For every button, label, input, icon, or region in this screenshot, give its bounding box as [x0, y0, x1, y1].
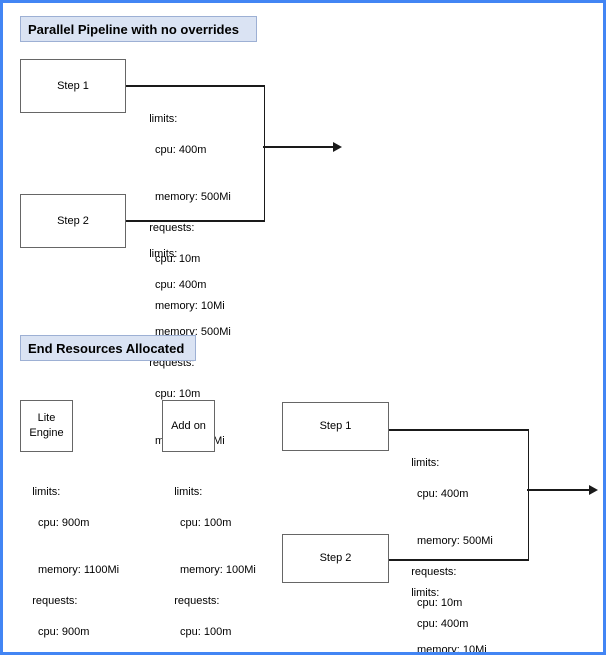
limits-cpu: cpu: 400m	[155, 278, 207, 291]
limits-label: limits:	[174, 485, 203, 498]
requests-label: requests:	[411, 565, 457, 578]
node-label: Step 1	[319, 420, 352, 433]
limits-label: limits:	[411, 586, 440, 599]
connector-top-step2-horizontal	[126, 220, 265, 222]
limits-label: limits:	[149, 112, 178, 125]
limits-cpu: cpu: 900m	[38, 516, 90, 529]
node-top-step-1[interactable]: Step 1	[20, 59, 126, 113]
banner-label: Parallel Pipeline with no overrides	[28, 21, 239, 37]
limits-label: limits:	[149, 247, 178, 260]
connector-bottom-merge-vertical	[527, 429, 530, 560]
requests-cpu: cpu: 100m	[180, 626, 232, 639]
limits-memory: memory: 1100Mi	[38, 563, 120, 576]
connector-bottom-step1-horizontal	[389, 429, 529, 431]
limits-memory: memory: 500Mi	[417, 534, 493, 547]
limits-memory: memory: 500Mi	[155, 190, 231, 203]
arrow-head-bottom-output	[589, 485, 598, 495]
node-bottom-step-1[interactable]: Step 1	[282, 402, 389, 451]
node-label: Step 1	[57, 79, 89, 92]
requests-cpu: cpu: 10m	[155, 388, 201, 401]
limits-memory: memory: 500Mi	[155, 325, 231, 338]
banner-parallel-pipeline: Parallel Pipeline with no overrides	[20, 16, 257, 42]
limits-cpu: cpu: 400m	[155, 143, 207, 156]
resources-top-step-1: limits: cpu: 400m memory: 500Mi requests…	[137, 96, 231, 346]
limits-cpu: cpu: 100m	[180, 516, 232, 529]
connector-top-merge-vertical	[263, 85, 266, 221]
requests-memory: memory: 10Mi	[417, 643, 487, 655]
requests-cpu: cpu: 900m	[38, 626, 90, 639]
requests-label: requests:	[174, 594, 220, 607]
connector-bottom-step2-horizontal	[389, 559, 529, 561]
banner-label: End Resources Allocated	[28, 340, 185, 356]
resources-add-on: limits: cpu: 100m memory: 100Mi requests…	[162, 469, 256, 652]
resources-bottom-step-1: limits: cpu: 400m memory: 500Mi requests…	[399, 440, 493, 655]
requests-cpu: cpu: 10m	[155, 253, 201, 266]
node-top-step-2[interactable]: Step 2	[20, 194, 126, 248]
resources-lite-engine: limits: cpu: 900m memory: 1100Mi request…	[20, 469, 120, 652]
node-bottom-step-2[interactable]: Step 2	[282, 534, 389, 583]
arrow-head-top-output	[333, 142, 342, 152]
connector-top-output-horizontal	[263, 146, 333, 148]
limits-cpu: cpu: 400m	[417, 617, 469, 630]
limits-label: limits:	[32, 485, 61, 498]
limits-label: limits:	[411, 456, 440, 469]
node-label: Step 2	[319, 552, 352, 565]
requests-label: requests:	[149, 221, 195, 234]
resources-bottom-step-2: limits: cpu: 400m memory: 500Mi requests…	[399, 570, 493, 652]
node-add-on[interactable]: Add on	[162, 400, 215, 452]
node-label: Lite Engine	[29, 412, 64, 439]
requests-label: requests:	[32, 594, 78, 607]
connector-top-step1-horizontal	[126, 85, 265, 87]
node-label: Step 2	[57, 214, 89, 227]
requests-memory: memory: 10Mi	[155, 299, 225, 312]
node-lite-engine[interactable]: Lite Engine	[20, 400, 73, 452]
connector-bottom-output-horizontal	[527, 489, 589, 491]
limits-cpu: cpu: 400m	[417, 487, 469, 500]
node-label: Add on	[171, 419, 206, 432]
limits-memory: memory: 100Mi	[180, 563, 256, 576]
banner-end-resources-allocated: End Resources Allocated	[20, 335, 196, 361]
requests-cpu: cpu: 10m	[417, 597, 463, 610]
